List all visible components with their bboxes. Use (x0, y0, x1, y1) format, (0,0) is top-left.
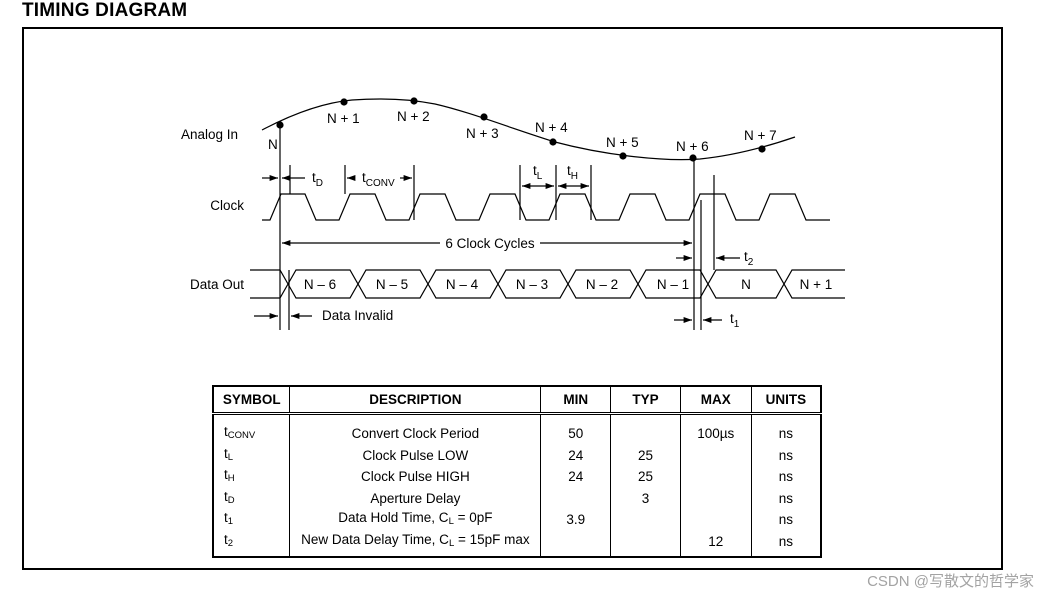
units-cell: ns (750, 487, 822, 509)
data-word: N – 1 (657, 277, 689, 292)
clock-cycles-annotation: 6 Clock Cycles (445, 236, 535, 251)
min-cell (540, 530, 612, 557)
sample-dot (480, 113, 488, 121)
analog-in-label: Analog In (181, 127, 238, 142)
diagram-frame (22, 27, 1003, 570)
col-header-typ: TYP (610, 385, 681, 415)
typ-cell (610, 413, 681, 445)
symbol-cell: tL (212, 444, 291, 466)
units-cell: ns (750, 509, 822, 531)
units-cell: ns (750, 444, 822, 466)
col-header-max: MAX (679, 385, 752, 415)
analog-waveform (261, 98, 796, 161)
t-l-annotation: tL (533, 163, 543, 182)
max-cell (679, 487, 752, 509)
clock-label: Clock (210, 198, 244, 213)
col-header-description: DESCRIPTION (289, 385, 542, 415)
sample-dot (410, 97, 418, 105)
t-h-annotation: tH (567, 163, 578, 182)
sample-label: N + 7 (744, 128, 777, 143)
min-cell: 24 (540, 466, 612, 488)
typ-cell: 25 (610, 444, 681, 466)
table-row: tD Aperture Delay 3 ns (212, 487, 822, 509)
table-row: t1 Data Hold Time, CL = 0pF 3.9 ns (212, 509, 822, 531)
min-cell (540, 487, 612, 509)
t-d-annotation: tD (312, 170, 323, 189)
data-word: N – 6 (304, 277, 336, 292)
min-cell: 50 (540, 413, 612, 445)
data-word: N – 3 (516, 277, 548, 292)
table-row: tH Clock Pulse HIGH 24 25 ns (212, 466, 822, 488)
min-cell: 24 (540, 444, 612, 466)
sample-label: N + 1 (327, 111, 360, 126)
typ-cell (610, 509, 681, 531)
typ-cell (610, 530, 681, 557)
max-cell: 100µs (679, 413, 752, 445)
timing-diagram: Analog In Clock Data Out N N + 1 N + 2 N… (181, 97, 845, 330)
description-cell: Convert Clock Period (289, 413, 542, 445)
sample-label: N + 2 (397, 109, 430, 124)
t-2-annotation: t2 (744, 249, 754, 268)
sample-label: N + 5 (606, 135, 639, 150)
description-cell: New Data Delay Time, CL = 15pF max (289, 530, 542, 557)
data-word: N – 5 (376, 277, 408, 292)
units-cell: ns (750, 530, 822, 557)
symbol-cell: t2 (212, 530, 291, 557)
max-cell (679, 444, 752, 466)
data-out-label: Data Out (190, 277, 244, 292)
units-cell: ns (750, 466, 822, 488)
max-cell (679, 466, 752, 488)
data-bus (250, 269, 845, 299)
col-header-min: MIN (540, 385, 612, 415)
timing-spec-table: SYMBOL DESCRIPTION MIN TYP MAX UNITS tCO… (212, 385, 822, 558)
units-cell: ns (750, 413, 822, 445)
sample-label: N + 6 (676, 139, 709, 154)
clock-waveform (262, 193, 830, 221)
description-cell: Clock Pulse LOW (289, 444, 542, 466)
symbol-cell: tCONV (212, 413, 291, 445)
page-title: TIMING DIAGRAM (22, 0, 188, 21)
max-cell: 12 (679, 530, 752, 557)
sample-dot (549, 138, 557, 146)
sample-dot (276, 121, 284, 129)
description-cell: Aperture Delay (289, 487, 542, 509)
col-header-symbol: SYMBOL (212, 385, 291, 415)
data-invalid-annotation: Data Invalid (322, 308, 393, 323)
t-1-annotation: t1 (730, 311, 740, 330)
t-conv-annotation: tCONV (362, 170, 395, 189)
table-row: tCONV Convert Clock Period 50 100µs ns (212, 413, 822, 445)
data-word: N (741, 277, 751, 292)
table-header-row: SYMBOL DESCRIPTION MIN TYP MAX UNITS (212, 385, 822, 415)
table-row: tL Clock Pulse LOW 24 25 ns (212, 444, 822, 466)
max-cell (679, 509, 752, 531)
sample-label: N + 3 (466, 126, 499, 141)
sample-dot (619, 152, 627, 160)
data-word: N + 1 (800, 277, 833, 292)
typ-cell: 25 (610, 466, 681, 488)
min-cell: 3.9 (540, 509, 612, 531)
symbol-cell: tH (212, 466, 291, 488)
description-cell: Clock Pulse HIGH (289, 466, 542, 488)
typ-cell: 3 (610, 487, 681, 509)
table-row: t2 New Data Delay Time, CL = 15pF max 12… (212, 530, 822, 557)
sample-dot (758, 145, 766, 153)
sample-dot (689, 154, 697, 162)
symbol-cell: t1 (212, 509, 291, 531)
sample-dot (340, 98, 348, 106)
symbol-cell: tD (212, 487, 291, 509)
watermark: CSDN @写散文的哲学家 (867, 573, 1034, 590)
sample-label: N + 4 (535, 120, 568, 135)
description-cell: Data Hold Time, CL = 0pF (289, 509, 542, 531)
col-header-units: UNITS (750, 385, 822, 415)
data-word: N – 2 (586, 277, 618, 292)
sample-label: N (268, 137, 278, 152)
data-word: N – 4 (446, 277, 479, 292)
